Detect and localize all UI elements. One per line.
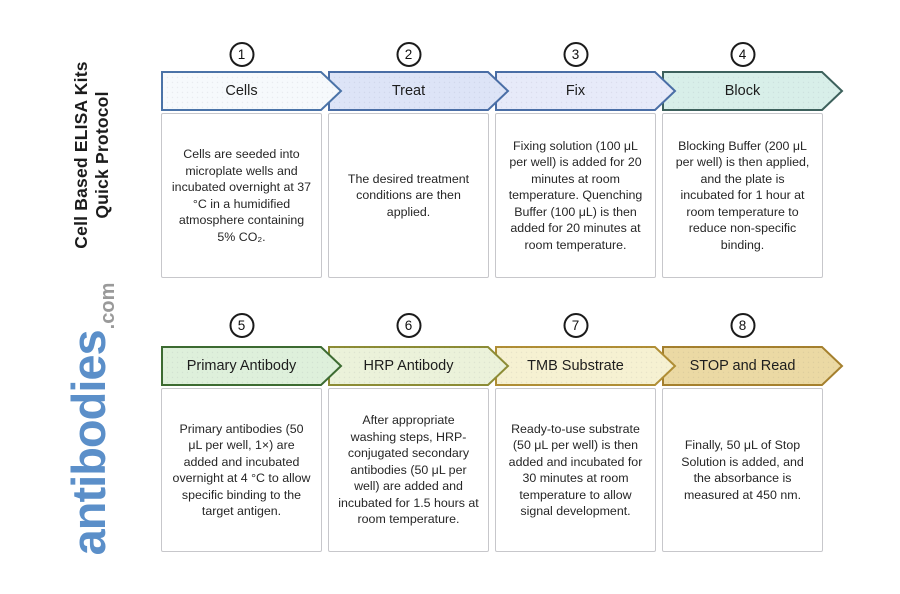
step-number-badge: 2 bbox=[396, 42, 421, 67]
step-description: Fixing solution (100 μL per well) is add… bbox=[495, 113, 656, 278]
step-description: After appropriate washing steps, HRP-con… bbox=[328, 388, 489, 552]
step-header: TMB Substrate bbox=[495, 346, 677, 386]
protocol-step: 1 Cells Cells are seeded into microplate… bbox=[161, 42, 343, 278]
step-header: Block bbox=[662, 71, 844, 111]
step-title: STOP and Read bbox=[689, 358, 796, 374]
logo-suffix: .com bbox=[97, 282, 119, 330]
protocol-step: 5 Primary Antibody Primary antibodies (5… bbox=[161, 313, 343, 553]
step-header: Fix bbox=[495, 71, 677, 111]
protocol-step: 4 Block Blocking Buffer (200 μL per well… bbox=[662, 42, 844, 278]
step-number-badge: 5 bbox=[229, 313, 254, 338]
step-number-badge: 3 bbox=[563, 42, 588, 67]
step-description: Primary antibodies (50 μL per well, 1×) … bbox=[161, 388, 322, 552]
step-header: STOP and Read bbox=[662, 346, 844, 386]
arrow-banner bbox=[495, 346, 677, 386]
step-description: Blocking Buffer (200 μL per well) is the… bbox=[662, 113, 823, 278]
protocol-step: 3 Fix Fixing solution (100 μL per well) … bbox=[495, 42, 677, 278]
step-number-badge: 4 bbox=[730, 42, 755, 67]
step-title: HRP Antibody bbox=[363, 358, 454, 374]
step-description: Ready-to-use substrate (50 μL per well) … bbox=[495, 388, 656, 552]
step-description: Finally, 50 μL of Stop Solution is added… bbox=[662, 388, 823, 552]
step-number-badge: 7 bbox=[563, 313, 588, 338]
step-title: Treat bbox=[391, 83, 426, 99]
antibodies-logo: antibodies.com bbox=[61, 269, 125, 569]
protocol-step: 8 STOP and Read Finally, 50 μL of Stop S… bbox=[662, 313, 844, 553]
protocol-step: 7 TMB Substrate Ready-to-use substrate (… bbox=[495, 313, 677, 553]
step-title: Fix bbox=[565, 83, 586, 99]
page-title-line1: Cell Based ELISA Kits bbox=[71, 61, 91, 249]
step-header: Primary Antibody bbox=[161, 346, 343, 386]
page-title-line2: Quick Protocol bbox=[92, 91, 112, 219]
step-header: HRP Antibody bbox=[328, 346, 510, 386]
step-number-badge: 1 bbox=[229, 42, 254, 67]
step-number-badge: 8 bbox=[730, 313, 755, 338]
arrow-banner bbox=[662, 71, 844, 111]
step-title: Cells bbox=[225, 83, 258, 99]
step-number-badge: 6 bbox=[396, 313, 421, 338]
arrow-banner bbox=[662, 346, 844, 386]
page-title: Cell Based ELISA Kits Quick Protocol bbox=[71, 41, 115, 269]
protocol-step: 2 Treat The desired treatment conditions… bbox=[328, 42, 510, 278]
arrow-banner bbox=[161, 346, 343, 386]
step-header: Treat bbox=[328, 71, 510, 111]
arrow-banner bbox=[161, 71, 343, 111]
protocol-step: 6 HRP Antibody After appropriate washing… bbox=[328, 313, 510, 553]
arrow-banner bbox=[328, 346, 510, 386]
step-title: Block bbox=[724, 83, 761, 99]
logo-wordmark: antibodies bbox=[62, 330, 115, 556]
step-title: Primary Antibody bbox=[186, 358, 297, 374]
arrow-banner bbox=[328, 71, 510, 111]
step-description: Cells are seeded into microplate wells a… bbox=[161, 113, 322, 278]
step-title: TMB Substrate bbox=[527, 358, 624, 374]
step-description: The desired treatment conditions are the… bbox=[328, 113, 489, 278]
step-header: Cells bbox=[161, 71, 343, 111]
